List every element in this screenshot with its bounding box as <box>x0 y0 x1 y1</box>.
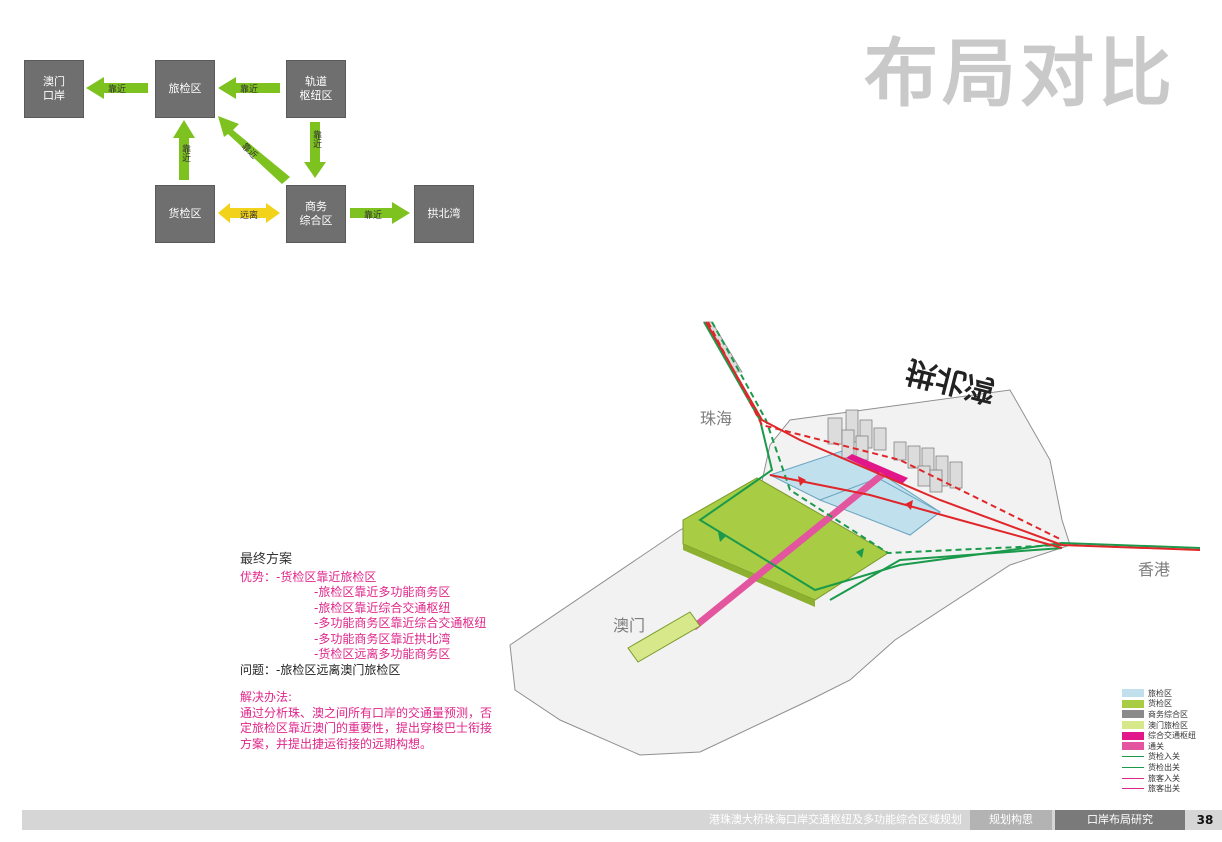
legend-label: 货检出关 <box>1148 762 1180 772</box>
solution-line-1: 通过分析珠、澳之间所有口岸的交通量预测，否 <box>240 705 493 720</box>
legend-item: 旅检区 <box>1122 688 1196 699</box>
cargo-inspection-zone <box>682 477 889 601</box>
legend-swatch <box>1122 777 1144 779</box>
advantage-4: -多功能商务区靠近综合交通枢纽 <box>314 616 487 630</box>
legend-swatch <box>1122 710 1144 719</box>
cargo-arrow-1 <box>718 532 726 542</box>
solution-line-3: 方案，并提出捷运衔接的远期构想。 <box>240 736 433 751</box>
legend-swatch <box>1122 689 1144 698</box>
relationship-diagram <box>86 77 410 224</box>
legend-label: 旅客出关 <box>1148 784 1180 794</box>
legend-swatch <box>1122 788 1144 790</box>
legend-label: 通关 <box>1148 741 1164 751</box>
label-macau: 澳门 <box>613 616 646 635</box>
legend-swatch <box>1122 742 1144 751</box>
cargo-line-dashed <box>711 321 1063 555</box>
footer-section-layout: 口岸布局研究 <box>1055 810 1185 830</box>
label-business-to-gongbei: 靠近 <box>364 211 383 221</box>
advantage-2: -旅检区靠近多功能商务区 <box>314 585 451 599</box>
passenger-arrow-1 <box>798 476 806 486</box>
legend-swatch <box>1122 766 1144 768</box>
label-zhuhai: 珠海 <box>700 409 733 428</box>
cargo-inspection-side <box>683 544 815 607</box>
box-macau-port: 澳门 口岸 <box>24 60 84 118</box>
legend-swatch <box>1122 756 1144 758</box>
legend-item: 商务综合区 <box>1122 709 1196 720</box>
legend-item: 货检出关 <box>1122 762 1196 773</box>
label-rail-to-business: 靠近 <box>311 130 321 148</box>
page-number: 38 <box>1188 810 1222 830</box>
advantages-label: 优势： <box>240 569 277 584</box>
arrow-passenger-to-macau <box>86 77 148 99</box>
legend-item: 通关 <box>1122 741 1196 752</box>
passenger-line-inner <box>769 474 1063 549</box>
transport-hub <box>846 454 908 484</box>
legend-item: 旅客出关 <box>1122 783 1196 794</box>
cargo-arrow-2 <box>856 548 864 558</box>
final-plan-text: 最终方案 优势：-货检区靠近旅检区 -旅检区靠近多功能商务区 -旅检区靠近综合交… <box>240 552 492 752</box>
final-plan-heading: 最终方案 <box>240 552 293 567</box>
site-plan-diagram <box>509 321 1201 756</box>
legend-item: 综合交通枢纽 <box>1122 730 1196 741</box>
legend-swatch <box>1122 699 1144 708</box>
legend-item: 旅客入关 <box>1122 773 1196 784</box>
clearance-corridor <box>690 472 886 630</box>
cargo-line-main <box>698 321 1201 592</box>
arrow-rail-to-passenger <box>218 77 280 99</box>
legend-label: 澳门旅检区 <box>1148 720 1188 730</box>
legend-label: 旅客入关 <box>1148 773 1180 783</box>
arrow-cargo-business-far <box>218 203 280 223</box>
legend-label: 货检入关 <box>1148 752 1180 762</box>
legend-swatch <box>1122 731 1144 740</box>
box-gongbei: 拱北湾 <box>414 185 474 243</box>
box-business-complex: 商务 综合区 <box>286 185 346 243</box>
footer-bar: 港珠澳大桥珠海口岸交通枢纽及多功能综合区域规划 规划构思 口岸布局研究 38 <box>22 810 1222 830</box>
legend-label: 旅检区 <box>1148 688 1172 698</box>
advantage-3: -旅检区靠近综合交通枢纽 <box>314 600 451 615</box>
legend-item: 货检入关 <box>1122 752 1196 763</box>
advantage-line-1: 优势：-货检区靠近旅检区 <box>240 570 492 586</box>
box-passenger-inspection: 旅检区 <box>155 60 215 118</box>
advantage-1: -货检区靠近旅检区 <box>276 569 377 584</box>
passenger-line-main <box>705 321 1201 551</box>
arrow-business-to-gongbei <box>350 202 410 224</box>
arrow-cargo-to-passenger <box>173 120 195 180</box>
page-title: 布局对比 <box>864 31 1176 117</box>
legend-label: 综合交通枢纽 <box>1148 731 1196 741</box>
passenger-inspection-zone-b <box>818 477 941 536</box>
legend: 旅检区货检区商务综合区澳门旅检区综合交通枢纽通关货检入关货检出关旅客入关旅客出关 <box>1122 688 1196 794</box>
label-hongkong: 香港 <box>1138 560 1171 579</box>
label-cargo-to-passenger: 靠近 <box>180 144 190 162</box>
legend-item: 货检区 <box>1122 699 1196 710</box>
box-rail-hub: 轨道 枢纽区 <box>286 60 346 118</box>
macau-passenger-zone <box>627 611 701 663</box>
arrow-rail-to-business <box>304 122 326 178</box>
problem-label: 问题： <box>240 662 277 677</box>
footer-project-title: 港珠澳大桥珠海口岸交通枢纽及多功能综合区域规划 <box>709 813 962 826</box>
solution-heading: 解决办法: <box>240 690 293 704</box>
passenger-arrow-2 <box>905 500 913 510</box>
legend-label: 商务综合区 <box>1148 709 1188 719</box>
cargo-line-return <box>829 547 1063 601</box>
problem-text: -旅检区远离澳门旅检区 <box>276 662 401 677</box>
legend-swatch <box>1122 721 1144 730</box>
advantage-6: -货检区远离多功能商务区 <box>314 647 451 661</box>
footer-section-concept: 规划构思 <box>970 810 1052 830</box>
legend-label: 货检区 <box>1148 699 1172 709</box>
arrow-business-to-passenger <box>218 116 290 184</box>
label-passenger-to-macau: 靠近 <box>108 85 127 95</box>
business-complex-buildings <box>827 409 963 493</box>
box-cargo-inspection: 货检区 <box>155 185 215 243</box>
solution-line-2: 定旅检区靠近澳门的重要性，提出穿梭巴士衔接 <box>240 721 493 735</box>
problem-line: 问题：-旅检区远离澳门旅检区 <box>240 663 492 679</box>
label-rail-to-passenger: 靠近 <box>240 85 259 95</box>
label-cargo-business-far: 远离 <box>240 211 259 221</box>
legend-item: 澳门旅检区 <box>1122 720 1196 731</box>
advantage-5: -多功能商务区靠近拱北湾 <box>314 631 451 646</box>
